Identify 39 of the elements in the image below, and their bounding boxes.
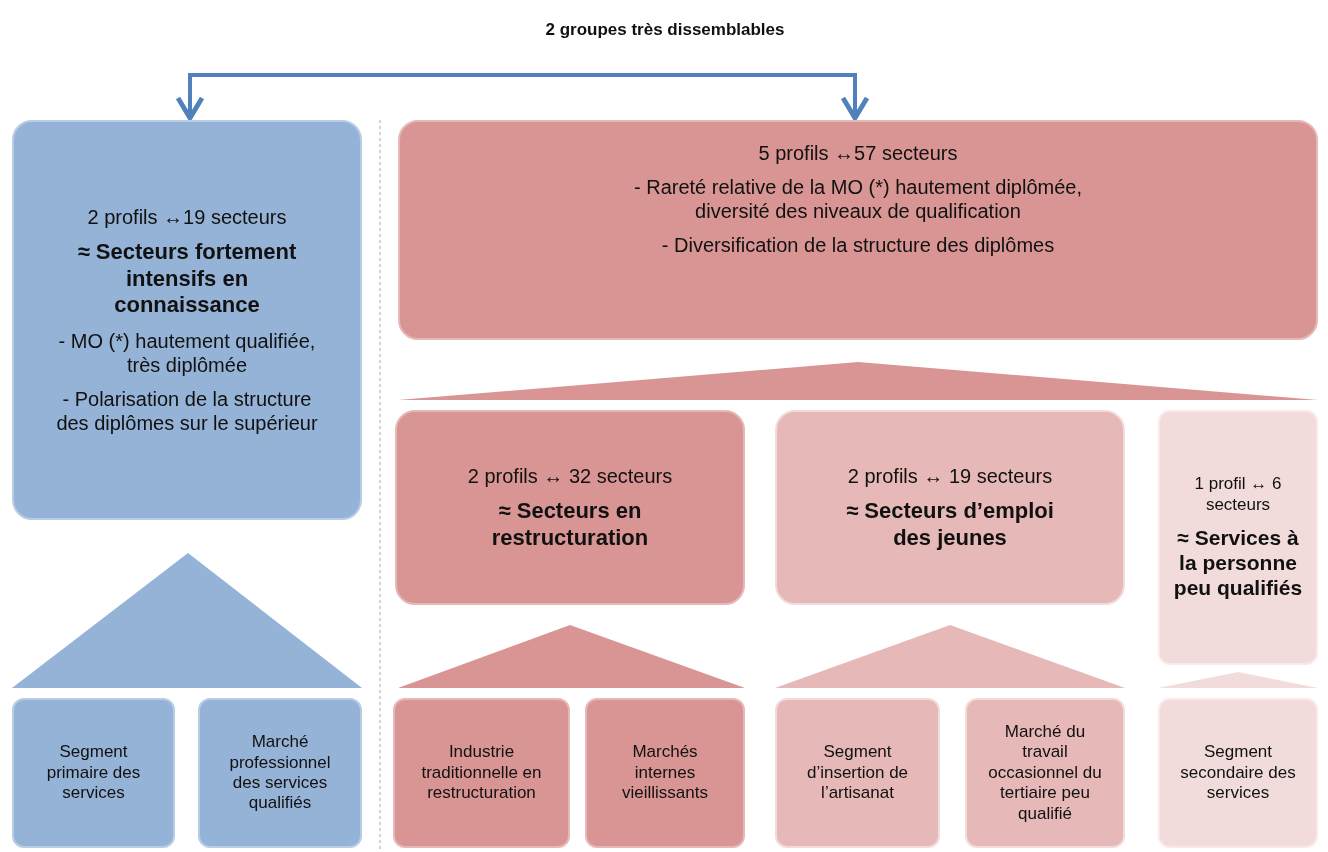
segment-label: Marché du travail occasionnel du tertiaire peu qualifié: [987, 722, 1103, 824]
description-text: - MO (*) hautement qualifiée, très diplômée: [57, 328, 317, 377]
segment-box: [775, 698, 940, 848]
profile-box: [395, 410, 745, 605]
profile-heading: 2 profils ↔ 19 secteurs: [847, 464, 1053, 489]
profile-heading: 5 profils ↔57 secteurs: [758, 141, 958, 165]
hierarchy-triangle: [1158, 672, 1318, 688]
segment-box: [393, 698, 570, 848]
profile-heading: 2 profils ↔19 secteurs: [87, 205, 287, 230]
segment-label: Marché professionnel des services qualifiés: [228, 732, 332, 814]
hierarchy-triangle: [775, 625, 1125, 688]
arrow: [175, 73, 522, 121]
segment-box: [585, 698, 745, 848]
description-text: - Polarisation de la structure des diplômes sur le supérieur: [56, 386, 318, 435]
sector-label: ≈ Secteurs fortement intensifs en connaissance: [76, 239, 298, 319]
segment-box: [198, 698, 362, 848]
profile-box: [398, 120, 1318, 340]
segment-label: Industrie traditionnelle en restructuration: [420, 742, 543, 804]
profile-heading: 2 profils ↔ 32 secteurs: [467, 464, 673, 489]
profile-heading: 1 profil ↔ 6 secteurs: [1193, 474, 1283, 516]
profile-box: [775, 410, 1125, 605]
segment-label: Marchés internes vieillissants: [621, 742, 709, 804]
profile-box: [12, 120, 362, 520]
sector-label: ≈ Services à la personne peu qualifiés: [1172, 525, 1304, 601]
hierarchy-triangle: [12, 553, 362, 688]
sector-label: ≈ Secteurs d’emploi des jeunes: [845, 498, 1055, 551]
segment-label: Segment primaire des services: [45, 742, 142, 804]
description-text: - Diversification de la structure des diplômes: [661, 233, 1055, 257]
title: 2 groupes très dissemblables: [544, 20, 786, 40]
profile-box: [1158, 410, 1318, 665]
arrow: [522, 73, 870, 121]
segment-box: [965, 698, 1125, 848]
segment-label: Segment d’insertion de l’artisanat: [805, 742, 910, 804]
segment-box: [1158, 698, 1318, 848]
segment-box: [12, 698, 175, 848]
hierarchy-triangle: [398, 625, 745, 688]
segment-label: Segment secondaire des services: [1179, 742, 1297, 804]
description-text: - Rareté relative de la MO (*) hautement diplômée, diversité des niveaux de qualification: [633, 175, 1083, 223]
sector-label: ≈ Secteurs en restructuration: [490, 498, 650, 551]
